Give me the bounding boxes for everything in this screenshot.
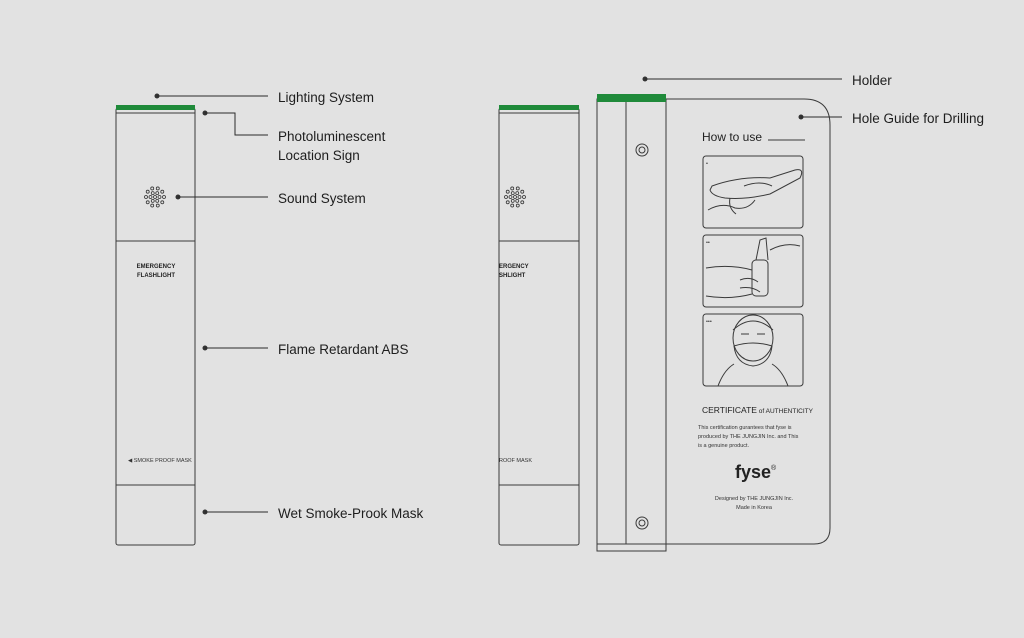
speaker-grille-icon — [504, 186, 526, 208]
device-label-cropped-2: SHLIGHT — [499, 273, 526, 279]
grille-hole — [510, 198, 515, 203]
callout-sound: Sound System — [175, 191, 366, 206]
device-in-holder: ERGENCY SHLIGHT ROOF MASK — [498, 105, 580, 546]
grille-hole — [515, 203, 520, 208]
grille-hole — [150, 198, 155, 203]
callout-label-sound: Sound System — [278, 191, 366, 206]
grille-hole — [517, 195, 522, 199]
grille-hole — [145, 189, 150, 194]
grille-hole — [515, 191, 520, 196]
callout-label-holder: Holder — [852, 73, 892, 88]
grille-hole — [504, 195, 508, 199]
grille-hole — [155, 191, 160, 196]
callout-holder: Holder — [642, 73, 892, 88]
callout-label-abs: Flame Retardant ABS — [278, 342, 409, 357]
callout-mask: Wet Smoke-Prook Mask — [202, 506, 424, 521]
device-label-cropped-1: ERGENCY — [499, 264, 529, 270]
holder-panel: How to use • •• ••• CE — [596, 94, 831, 552]
callout-lighting: Lighting System — [154, 90, 374, 105]
panel-outline — [596, 98, 831, 552]
lighting-strip-2 — [499, 105, 579, 110]
device-body — [115, 107, 196, 546]
screw-hole-top-icon — [635, 143, 649, 157]
grille-hole — [155, 186, 160, 191]
grille-hole — [515, 186, 520, 191]
callout-photoluminescent: Photoluminescent Location Sign — [202, 110, 386, 163]
grille-hole — [160, 200, 165, 205]
grille-hole — [150, 203, 155, 208]
made-in: Made in Korea — [736, 505, 773, 511]
grille-hole — [508, 195, 513, 199]
certificate-title: CERTIFICATE of AUTHENTICITY — [702, 405, 814, 415]
grille-hole — [145, 200, 150, 205]
grille-hole — [510, 186, 515, 191]
grille-hole — [520, 189, 525, 194]
callout-label-mask: Wet Smoke-Prook Mask — [278, 506, 424, 521]
step-1-illustration: • — [702, 155, 804, 229]
designed-by: Designed by THE JUNGJIN Inc. — [715, 496, 794, 502]
grille-hole — [515, 198, 520, 203]
grille-hole — [160, 189, 165, 194]
certificate-text-3: is a genuine product. — [698, 443, 750, 449]
grille-hole — [148, 195, 153, 199]
grille-hole — [162, 195, 166, 199]
device-label-line1: EMERGENCY — [137, 264, 176, 270]
certificate-text-1: This certification gurantees that fyse i… — [698, 425, 792, 431]
mask-tag: ◀ SMOKE PROOF MASK — [128, 458, 192, 464]
step-2-dots: •• — [706, 240, 710, 246]
callout-label-hole-guide: Hole Guide for Drilling — [852, 111, 984, 126]
grille-hole — [157, 195, 162, 199]
speaker-grille-icon — [144, 186, 166, 208]
grille-hole — [520, 200, 525, 205]
grille-hole — [510, 191, 515, 196]
how-to-use-title: How to use — [702, 130, 762, 144]
device-body-2 — [498, 107, 580, 546]
grille-hole — [522, 195, 526, 199]
step-3-dots: ••• — [706, 319, 712, 325]
callout-label-lighting: Lighting System — [278, 90, 374, 105]
step-2-illustration: •• — [702, 234, 804, 308]
callout-abs: Flame Retardant ABS — [202, 342, 409, 357]
grille-hole — [513, 195, 517, 199]
grille-hole — [505, 189, 510, 194]
grille-hole — [150, 191, 155, 196]
grille-hole — [153, 195, 157, 199]
holder-bracket — [625, 98, 667, 545]
grille-hole — [150, 186, 155, 191]
grille-hole — [155, 203, 160, 208]
device-label-line2: FLASHLIGHT — [137, 273, 175, 279]
callout-hole-guide: Hole Guide for Drilling — [798, 111, 984, 126]
grille-hole — [510, 203, 515, 208]
holder-top-green — [597, 94, 666, 102]
callout-label-photo-2: Location Sign — [278, 148, 360, 163]
brand-logo: fyse® — [735, 462, 777, 482]
screw-hole-bottom-icon — [635, 516, 649, 530]
grille-hole — [505, 200, 510, 205]
callout-label-photo-1: Photoluminescent — [278, 129, 386, 144]
mask-tag-cropped: ROOF MASK — [499, 458, 532, 464]
certificate-text-2: produced by THE JUNGJIN Inc. and This — [698, 434, 799, 440]
device-front: EMERGENCY FLASHLIGHT ◀ SMOKE PROOF MASK — [115, 105, 196, 546]
step-3-illustration: ••• — [702, 313, 804, 387]
grille-hole — [144, 195, 148, 199]
step-1-dots: • — [706, 161, 708, 167]
lighting-strip — [116, 105, 195, 110]
grille-hole — [155, 198, 160, 203]
